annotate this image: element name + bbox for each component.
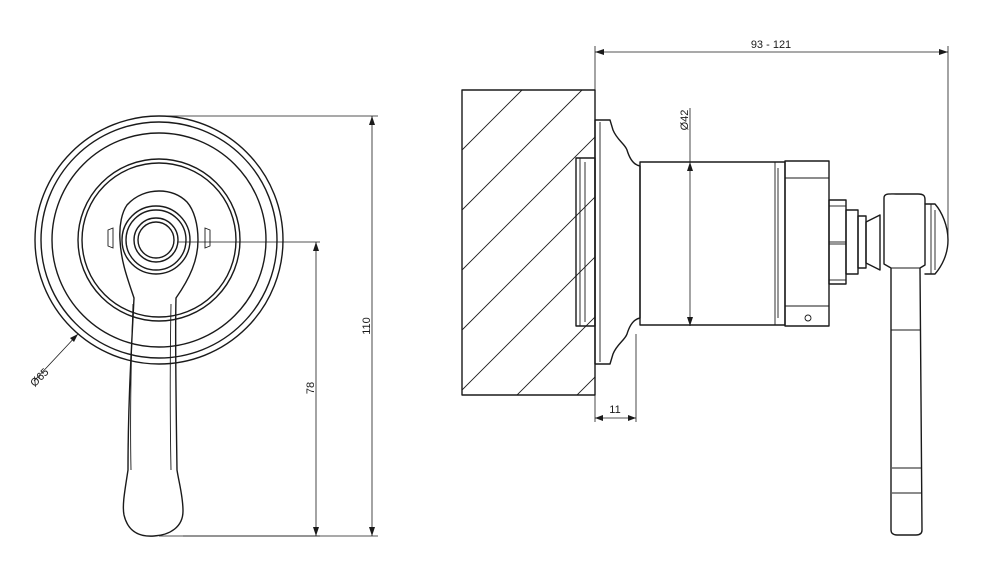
dim-label-78: 78 xyxy=(305,382,317,394)
spindle-nut xyxy=(828,199,881,285)
lever-handle-side xyxy=(883,193,949,536)
handle-hub xyxy=(121,205,191,275)
dim-label-d65: Ø65 xyxy=(28,366,51,389)
dim-height-110: 110 xyxy=(159,115,378,537)
handle-front xyxy=(107,190,211,537)
front-view xyxy=(34,115,284,537)
dim-wall-offset: 11 xyxy=(594,334,637,422)
cover-plate xyxy=(34,115,284,365)
dim-label-d42: Ø42 xyxy=(679,110,691,131)
dim-diameter-42: Ø42 xyxy=(679,108,693,326)
mixer-side-view xyxy=(575,119,949,536)
dim-diameter-65: Ø65 xyxy=(28,333,79,389)
shaft-sleeve xyxy=(639,161,786,326)
dim-label-11: 11 xyxy=(609,404,620,416)
dim-label-110: 110 xyxy=(361,317,373,335)
dim-label-projection: 93 - 121 xyxy=(751,39,791,51)
dim-height-78: 78 xyxy=(178,241,320,537)
rough-in-body xyxy=(575,157,596,327)
cover-plate-side xyxy=(594,119,641,365)
trim-collar xyxy=(784,160,830,327)
dim-projection: 93 - 121 xyxy=(594,39,949,240)
